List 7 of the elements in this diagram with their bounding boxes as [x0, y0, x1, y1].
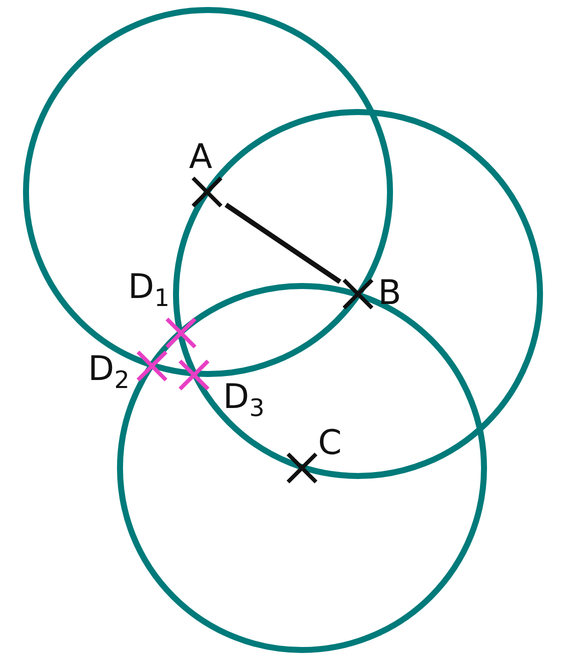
point-label: D$_{2}$: [88, 352, 130, 386]
point-label: B: [378, 276, 402, 310]
point-label: A: [189, 140, 212, 174]
point-label: C: [318, 426, 342, 460]
line-segment: [224, 202, 342, 284]
point-label: D$_{1}$: [128, 270, 170, 304]
point-label: D$_{3}$: [223, 380, 264, 414]
